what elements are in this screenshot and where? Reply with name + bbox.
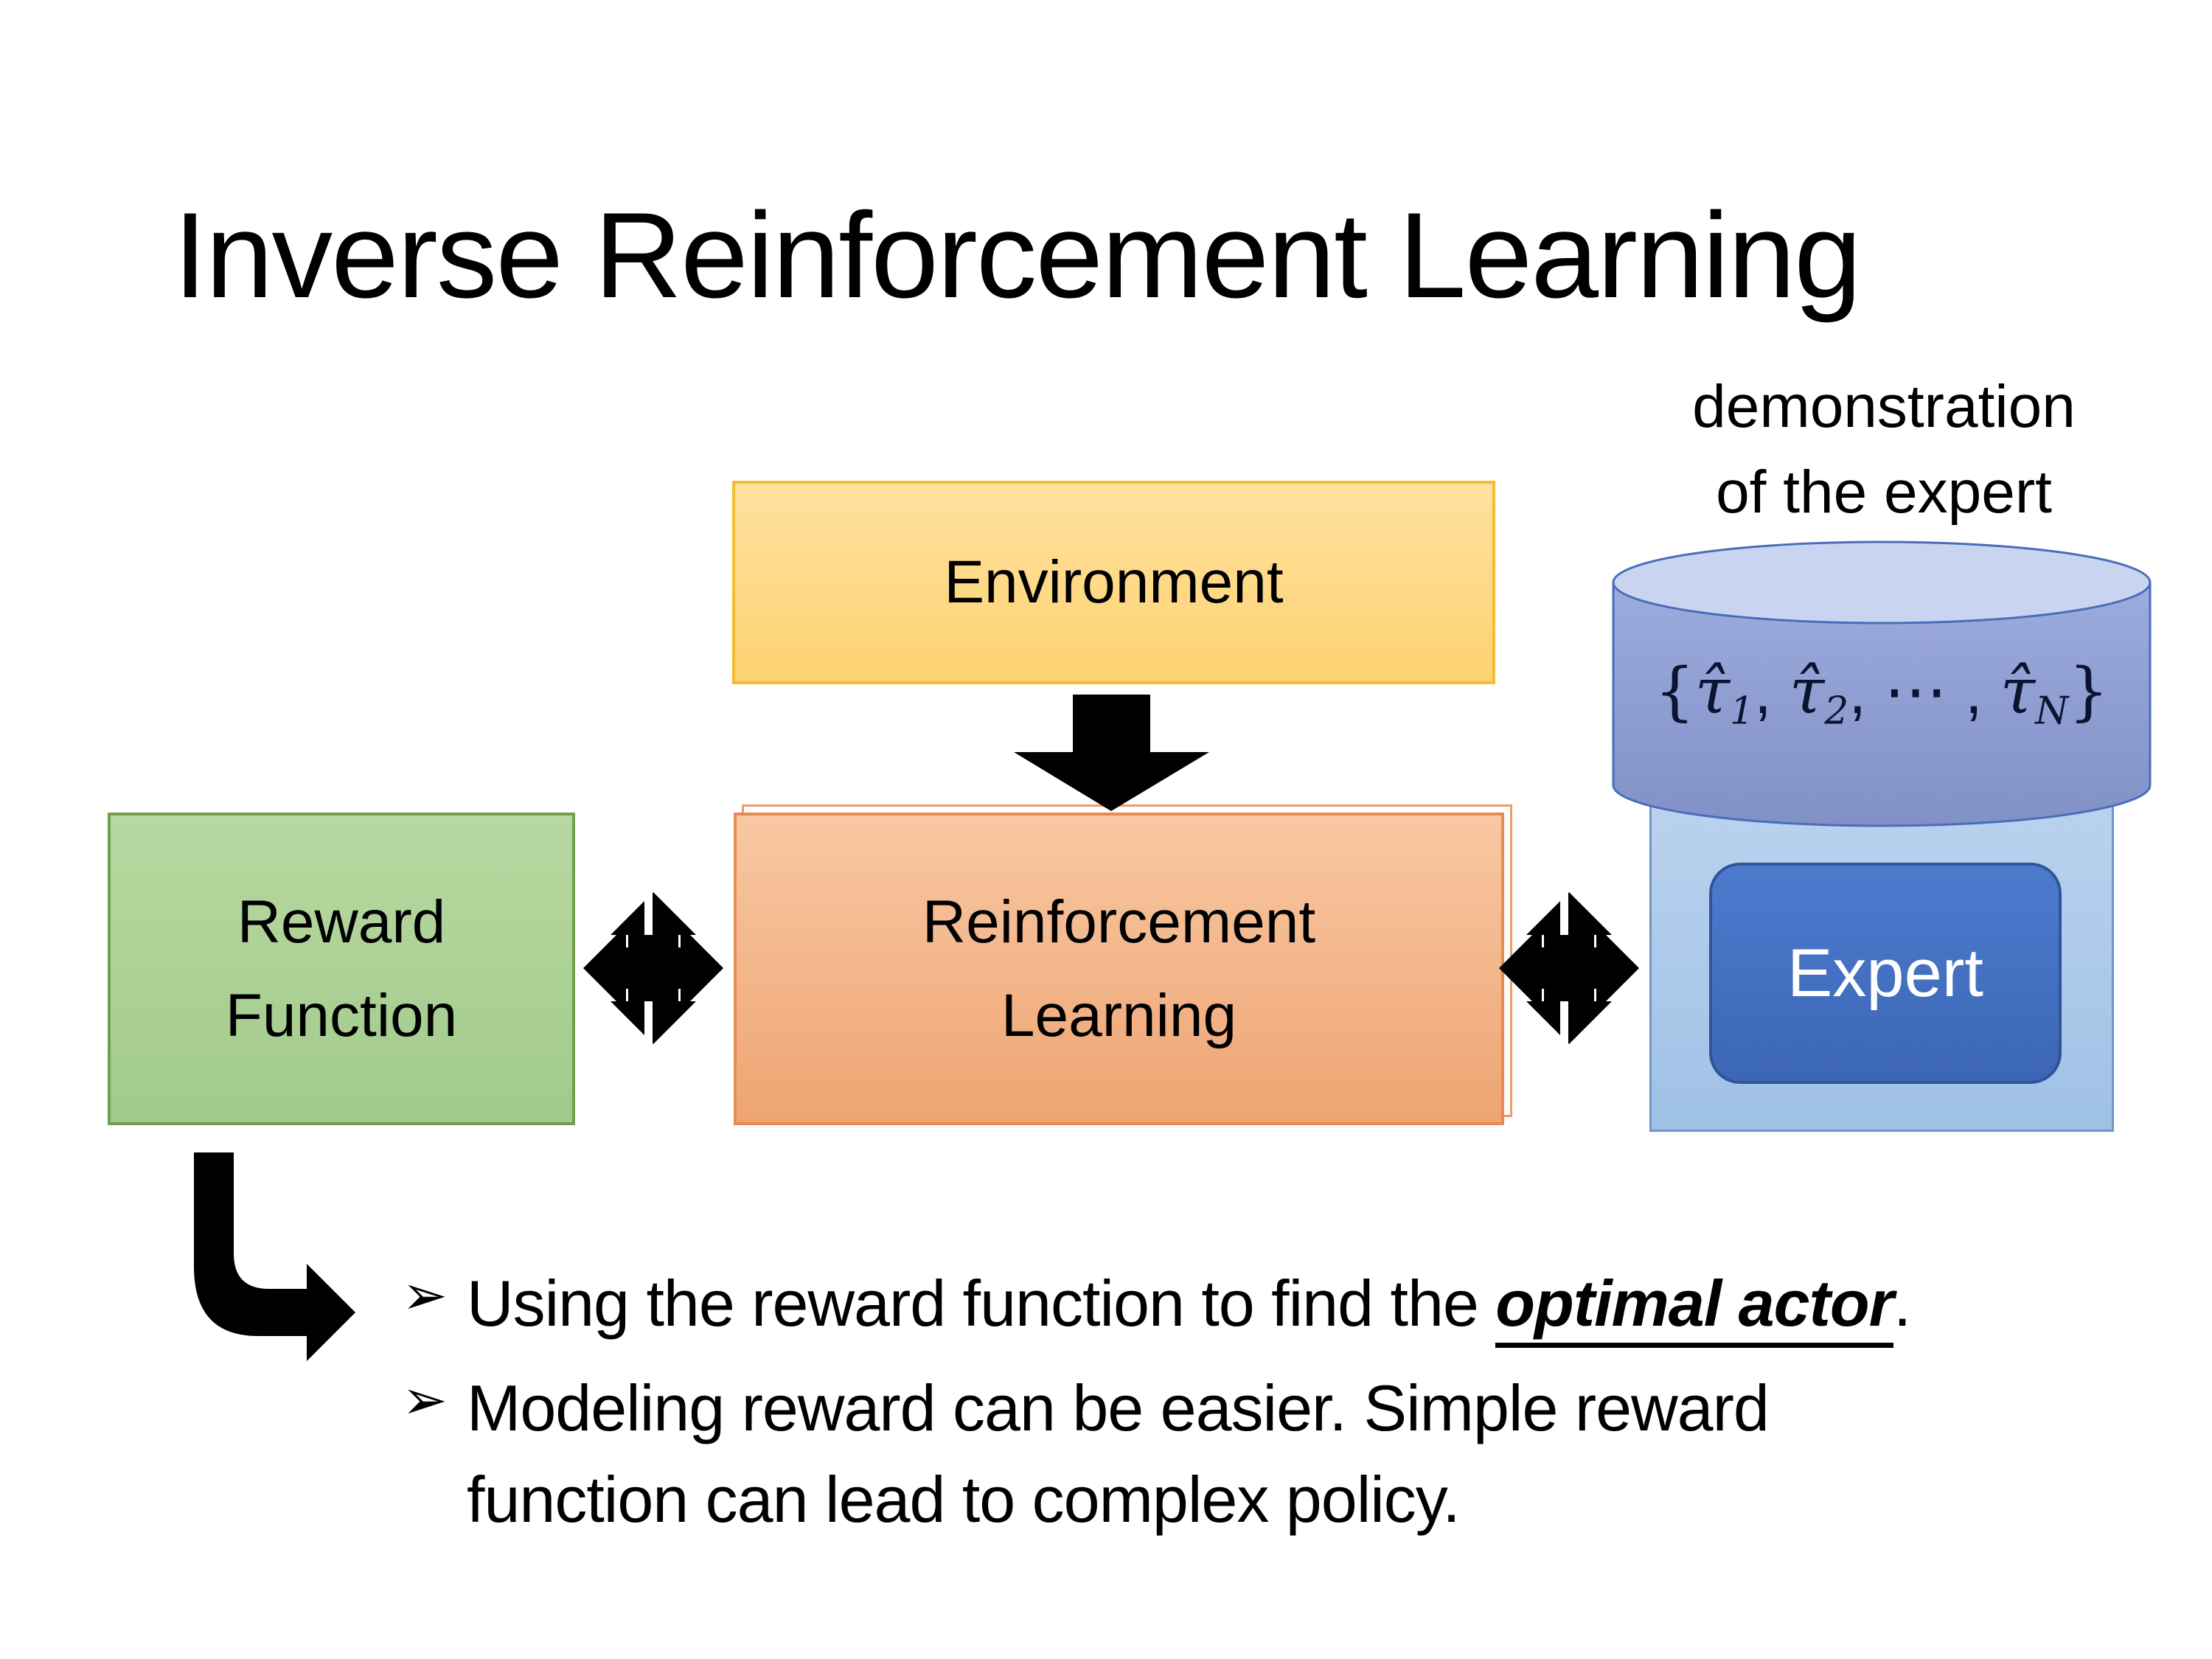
demonstration-label-line1: demonstration xyxy=(1692,373,2076,440)
bullet-1-text: Using the reward function to find the op… xyxy=(467,1258,1911,1349)
arrowhead-bullet-icon: ➢ xyxy=(402,1264,448,1327)
demonstration-label: demonstration of the expert xyxy=(1585,364,2183,536)
environment-label: Environment xyxy=(944,549,1284,616)
bullet-2-line1: Modeling reward can be easier. Simple re… xyxy=(467,1371,1770,1444)
exchange-arrow-right-icon xyxy=(1499,891,1639,1045)
expert-label: Expert xyxy=(1787,936,1983,1011)
trajectory-set-formula: {τ̂1, τ̂2, ⋯ , τ̂N} xyxy=(1616,655,2147,733)
formula-close-brace: } xyxy=(2068,655,2110,728)
tau-sub-1: 1 xyxy=(1730,689,1754,734)
tau-sub-2: 2 xyxy=(1824,689,1849,734)
exchange-arrow-left-icon xyxy=(583,891,723,1045)
environment-box: Environment xyxy=(732,481,1495,684)
formula-separator-2: , ⋯ , xyxy=(1848,656,2000,727)
tau-sub-n: N xyxy=(2035,689,2069,734)
reward-function-label-line2: Function xyxy=(225,982,458,1049)
reinforcement-learning-box: Reinforcement Learning xyxy=(734,813,1504,1125)
bullet-item-1: ➢ Using the reward function to find the … xyxy=(402,1258,2098,1349)
reward-function-box: Reward Function xyxy=(108,813,575,1125)
tau-hat-1: τ̂ xyxy=(1694,655,1731,728)
tau-hat-2: τ̂ xyxy=(1789,655,1825,728)
bullet-2-line2: function can lead to complex policy. xyxy=(467,1463,1461,1536)
bullet-1-suffix: . xyxy=(1893,1267,1911,1340)
bullet-item-2: ➢ Modeling reward can be easier. Simple … xyxy=(402,1363,2098,1545)
page-title: Inverse Reinforcement Learning xyxy=(173,187,1862,323)
demonstration-label-line2: of the expert xyxy=(1716,459,2052,526)
down-arrow-icon xyxy=(1014,695,1209,811)
formula-open-brace: { xyxy=(1654,655,1695,728)
bullet-1-emphasis: optimal actor xyxy=(1495,1267,1894,1348)
elbow-arrow-icon xyxy=(194,1152,355,1361)
tau-hat-n: τ̂ xyxy=(2000,655,2036,728)
formula-separator-1: , xyxy=(1754,656,1790,727)
reinforcement-learning-label-line2: Learning xyxy=(1001,982,1237,1049)
bullet-1-prefix: Using the reward function to find the xyxy=(467,1267,1496,1340)
arrowhead-bullet-icon: ➢ xyxy=(402,1368,448,1432)
expert-box: Expert xyxy=(1709,863,2062,1084)
reinforcement-learning-label-line1: Reinforcement xyxy=(922,888,1316,956)
reward-function-label-line1: Reward xyxy=(237,888,446,956)
bullet-2-text: Modeling reward can be easier. Simple re… xyxy=(467,1363,1770,1545)
